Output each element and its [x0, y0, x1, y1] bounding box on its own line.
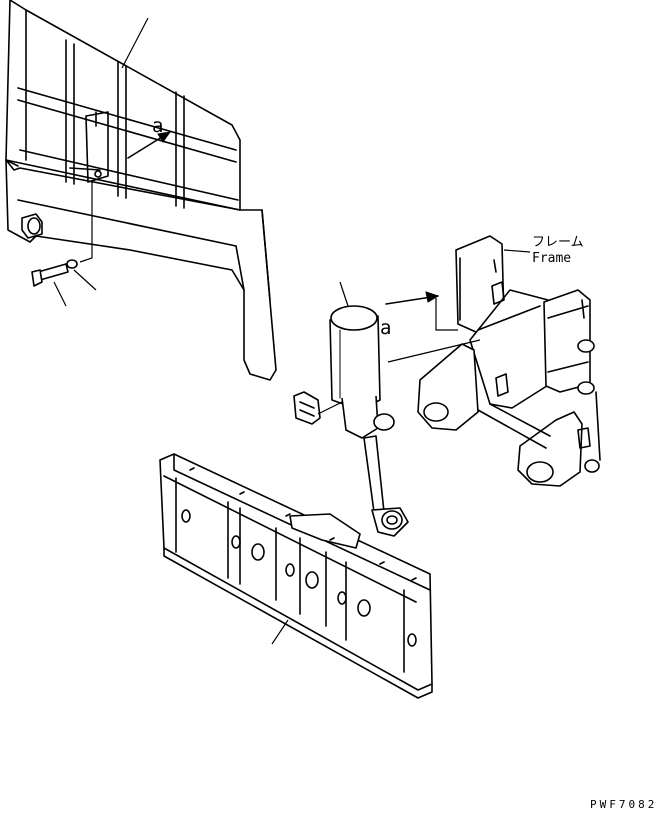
arrow-a-top-label: a — [152, 115, 163, 137]
drawing-code: PWF7082 — [590, 798, 657, 811]
fork-carriage — [159, 453, 433, 699]
hydraulic-cylinder — [329, 281, 409, 537]
frame-assembly: フレーム Frame — [387, 235, 601, 487]
arrow-a-mid: a — [380, 291, 458, 339]
frame-label-en: Frame — [532, 251, 571, 266]
arrow-a-mid-label: a — [380, 317, 391, 339]
clamp-bracket — [293, 391, 343, 425]
load-backrest — [5, 0, 277, 381]
leader-backrest — [121, 17, 149, 69]
arrow-a-top: a — [127, 115, 172, 159]
bolt-and-washer — [31, 180, 97, 307]
frame-label-jp: フレーム — [532, 235, 584, 250]
